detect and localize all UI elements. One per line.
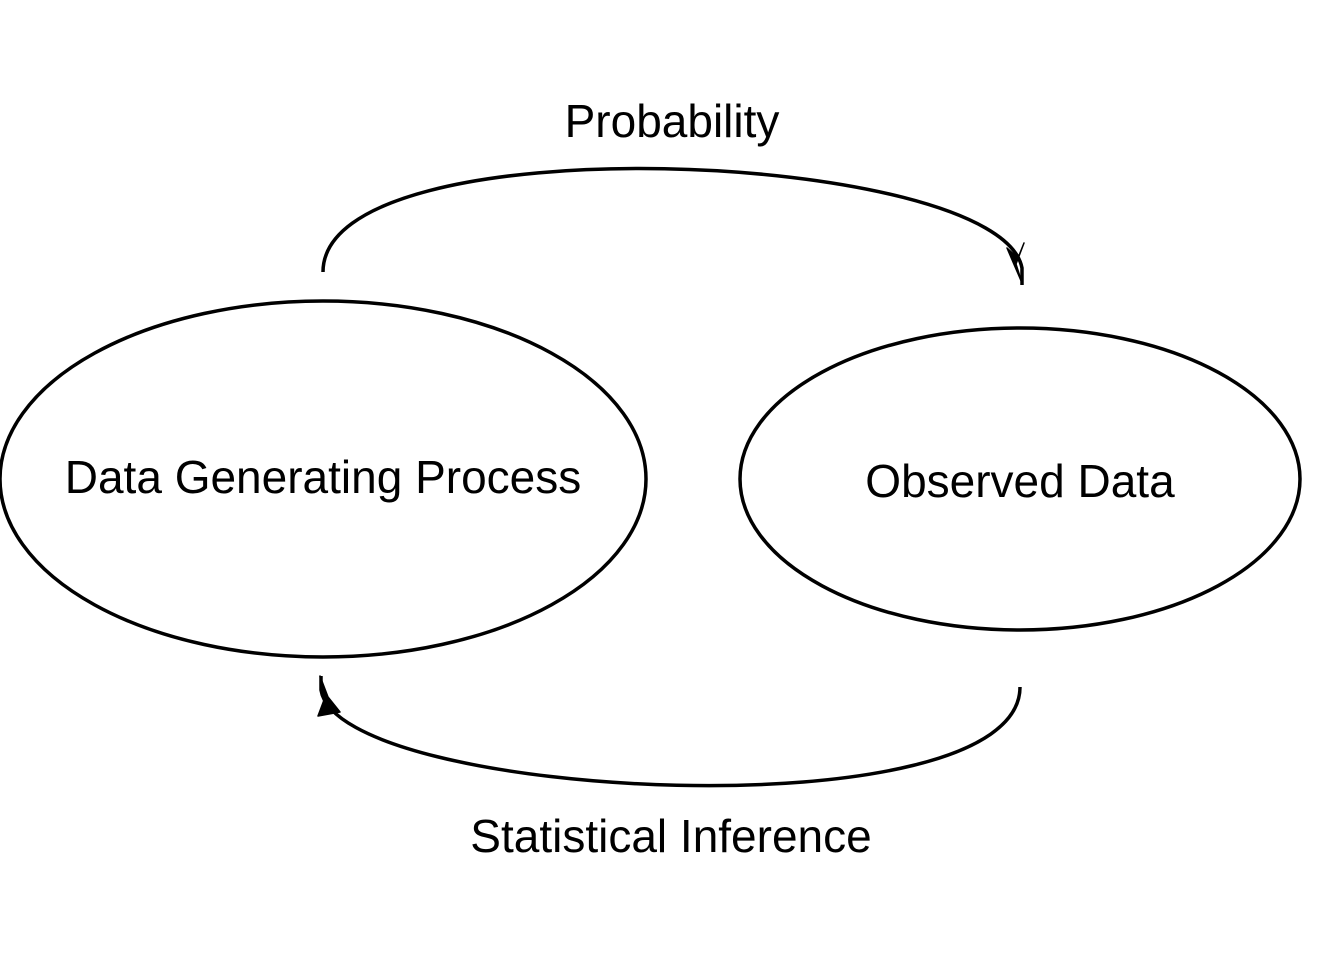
node-data-generating-process: Data Generating Process <box>0 299 648 659</box>
observed-data-ellipse <box>738 326 1302 632</box>
dgp-ellipse <box>0 299 648 659</box>
edge-statistical-inference: Statistical Inference <box>317 675 1022 862</box>
probability-arrowhead <box>1006 242 1025 284</box>
observed-data-label: Observed Data <box>865 455 1175 507</box>
probability-arrow-line <box>321 166 1024 285</box>
inference-arrowhead <box>317 675 341 717</box>
probability-label: Probability <box>565 95 780 147</box>
inference-label: Statistical Inference <box>470 810 871 862</box>
inference-arrow-line <box>319 676 1022 788</box>
node-observed-data: Observed Data <box>738 326 1302 632</box>
edge-probability: Probability <box>321 95 1025 285</box>
dgp-label: Data Generating Process <box>65 451 582 503</box>
